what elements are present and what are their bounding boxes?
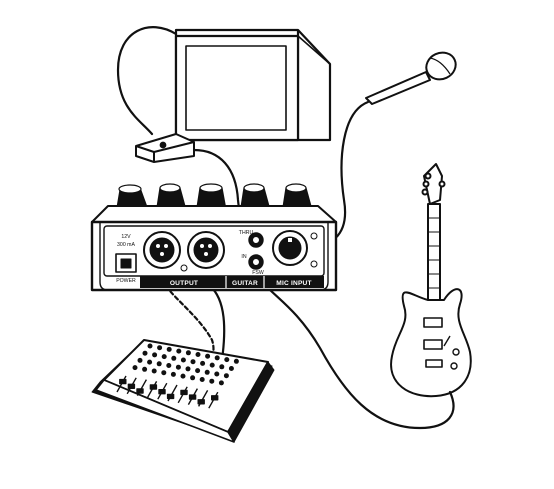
mixer-knob [161, 354, 167, 360]
mixer-knob [205, 353, 211, 359]
power-rating-line2: 300 mA [117, 242, 135, 248]
mixer-knob [228, 366, 234, 371]
mixer-knob [157, 345, 163, 351]
guitar-thru-jack [248, 232, 264, 248]
output-jack-2 [187, 231, 225, 269]
mixer-knob [190, 375, 196, 381]
mixer-fader-cap [149, 384, 158, 390]
knob-row [115, 183, 313, 215]
mixer-knob [195, 368, 201, 374]
mixer-knob [147, 359, 153, 365]
mixer-knob [152, 352, 158, 358]
power-rating-line1: 12V [121, 234, 131, 240]
mixer-knob [170, 371, 176, 377]
mixer-fader-cap [210, 395, 219, 401]
mixer-fader-cap [158, 389, 166, 395]
mixer-knob [204, 369, 210, 375]
mixer-fader-cap [166, 393, 175, 400]
mixer-knob [132, 365, 138, 371]
output-label: OUTPUT [170, 280, 198, 287]
mixer-knob [166, 363, 172, 368]
mixer-knob [175, 364, 181, 370]
mixing-console-icon [91, 339, 275, 443]
mixer-knob [137, 357, 143, 363]
mixer-fader-cap [119, 378, 127, 385]
footswitch-icon [135, 133, 195, 163]
mixer-knob [185, 366, 191, 372]
mixer-knob [142, 350, 148, 356]
mixer-fader-cap [188, 394, 197, 400]
electric-guitar-icon [390, 163, 472, 398]
output-jack-1 [143, 231, 181, 269]
mixer-fader-cap [127, 383, 136, 389]
mixer-knob [199, 377, 205, 382]
mixer-knob [147, 343, 153, 349]
mixer-knob [190, 359, 196, 365]
mixer-knob [214, 371, 220, 377]
mixer-knob [180, 357, 186, 363]
mixer-knob [156, 361, 162, 367]
mixer-knob [218, 380, 224, 386]
mixer-knob [142, 366, 148, 372]
mixer-fader-cap [180, 389, 188, 396]
amplifier-icon [174, 28, 332, 142]
microphone-icon [365, 51, 457, 105]
footswitch-label: FSW [252, 270, 264, 276]
mixer-knob [180, 373, 186, 379]
mixer-knob [223, 373, 229, 379]
mixer-knob [224, 357, 230, 363]
guitar-label: GUITAR [232, 280, 258, 287]
mixer-knob [200, 360, 206, 366]
thru-label: THRU [239, 230, 254, 236]
mixer-knob [166, 346, 172, 352]
mixer-knob [209, 378, 215, 384]
mixer-fader-cap [197, 399, 205, 405]
mixer-knob [233, 358, 239, 364]
mixer-knob [214, 355, 220, 361]
mixer-knob [171, 355, 177, 361]
mic-input-jack [272, 230, 308, 266]
mixer-knob [176, 348, 182, 354]
mixer-knob [185, 350, 191, 356]
mixer-knob [195, 352, 201, 357]
power-label: POWER [116, 278, 136, 284]
mixer-knob [151, 368, 157, 374]
mixer-fader-cap [136, 388, 144, 394]
mixer-knob [161, 370, 167, 376]
guitar-in-jack [248, 254, 264, 270]
in-label: IN [241, 254, 246, 260]
effects-processor-icon [90, 183, 338, 292]
mixer-knob [219, 364, 225, 370]
mixer-knob [209, 362, 215, 368]
mic-input-label: MIC INPUT [276, 280, 312, 287]
